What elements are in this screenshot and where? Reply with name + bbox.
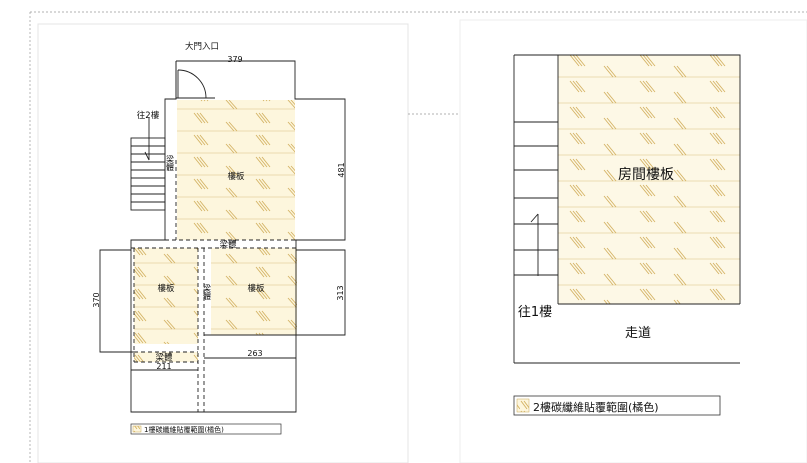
stair-label-down: 往1樓 <box>518 305 552 320</box>
legend-swatch <box>132 425 142 433</box>
dimension-right-lower: 313 <box>336 285 345 300</box>
legend-label-floor-1: 1樓碳纖維貼覆範圍(橘色) <box>144 425 224 434</box>
room-slab-label: 房間樓板 <box>618 167 674 183</box>
slab-lower-left-area <box>134 248 198 344</box>
legend-floor-1: 1樓碳纖維貼覆範圍(橘色) <box>130 423 282 435</box>
stair-flight <box>130 118 166 211</box>
legend-floor-2: 2樓碳纖維貼覆範圍(橘色) <box>513 395 721 416</box>
slab-upper-area <box>177 100 295 240</box>
plan1-outline <box>130 60 346 413</box>
legend-swatch-2 <box>516 398 530 413</box>
stair-flight-2 <box>514 121 558 276</box>
stair-label-up: 往2樓 <box>137 110 160 121</box>
slab-upper-label: 樓板 <box>227 171 245 182</box>
page-panel-left <box>37 23 409 463</box>
dimension-bottom-left: 211 <box>156 362 171 371</box>
slab-lower-left-label: 樓板 <box>157 283 175 294</box>
entrance-label: 大門入口 <box>185 41 219 52</box>
plan-floor-1 <box>99 60 346 413</box>
corridor-label: 走道 <box>625 326 651 341</box>
slab-lower-right-area <box>211 248 297 335</box>
dimension-bottom-right: 263 <box>247 349 262 358</box>
beam-horizontal-mid: 梁體 <box>219 239 237 250</box>
dimension-left-lower: 370 <box>92 292 101 307</box>
beam-bottom-area <box>134 352 198 362</box>
beam-vertical-upper: 梁體 <box>166 155 175 172</box>
plan-floor-2 <box>513 54 741 364</box>
dimension-top: 379 <box>227 55 242 64</box>
beam-lines <box>131 160 296 412</box>
dimension-right-upper: 481 <box>337 162 346 177</box>
beam-vertical-lower: 梁體 <box>203 284 212 301</box>
slab-lower-right-label: 樓板 <box>247 283 265 294</box>
legend-label-floor-2: 2樓碳纖維貼覆範圍(橘色) <box>533 400 659 414</box>
room-slab-area <box>558 55 740 304</box>
beam-bottom-label: 梁體 <box>155 352 173 363</box>
